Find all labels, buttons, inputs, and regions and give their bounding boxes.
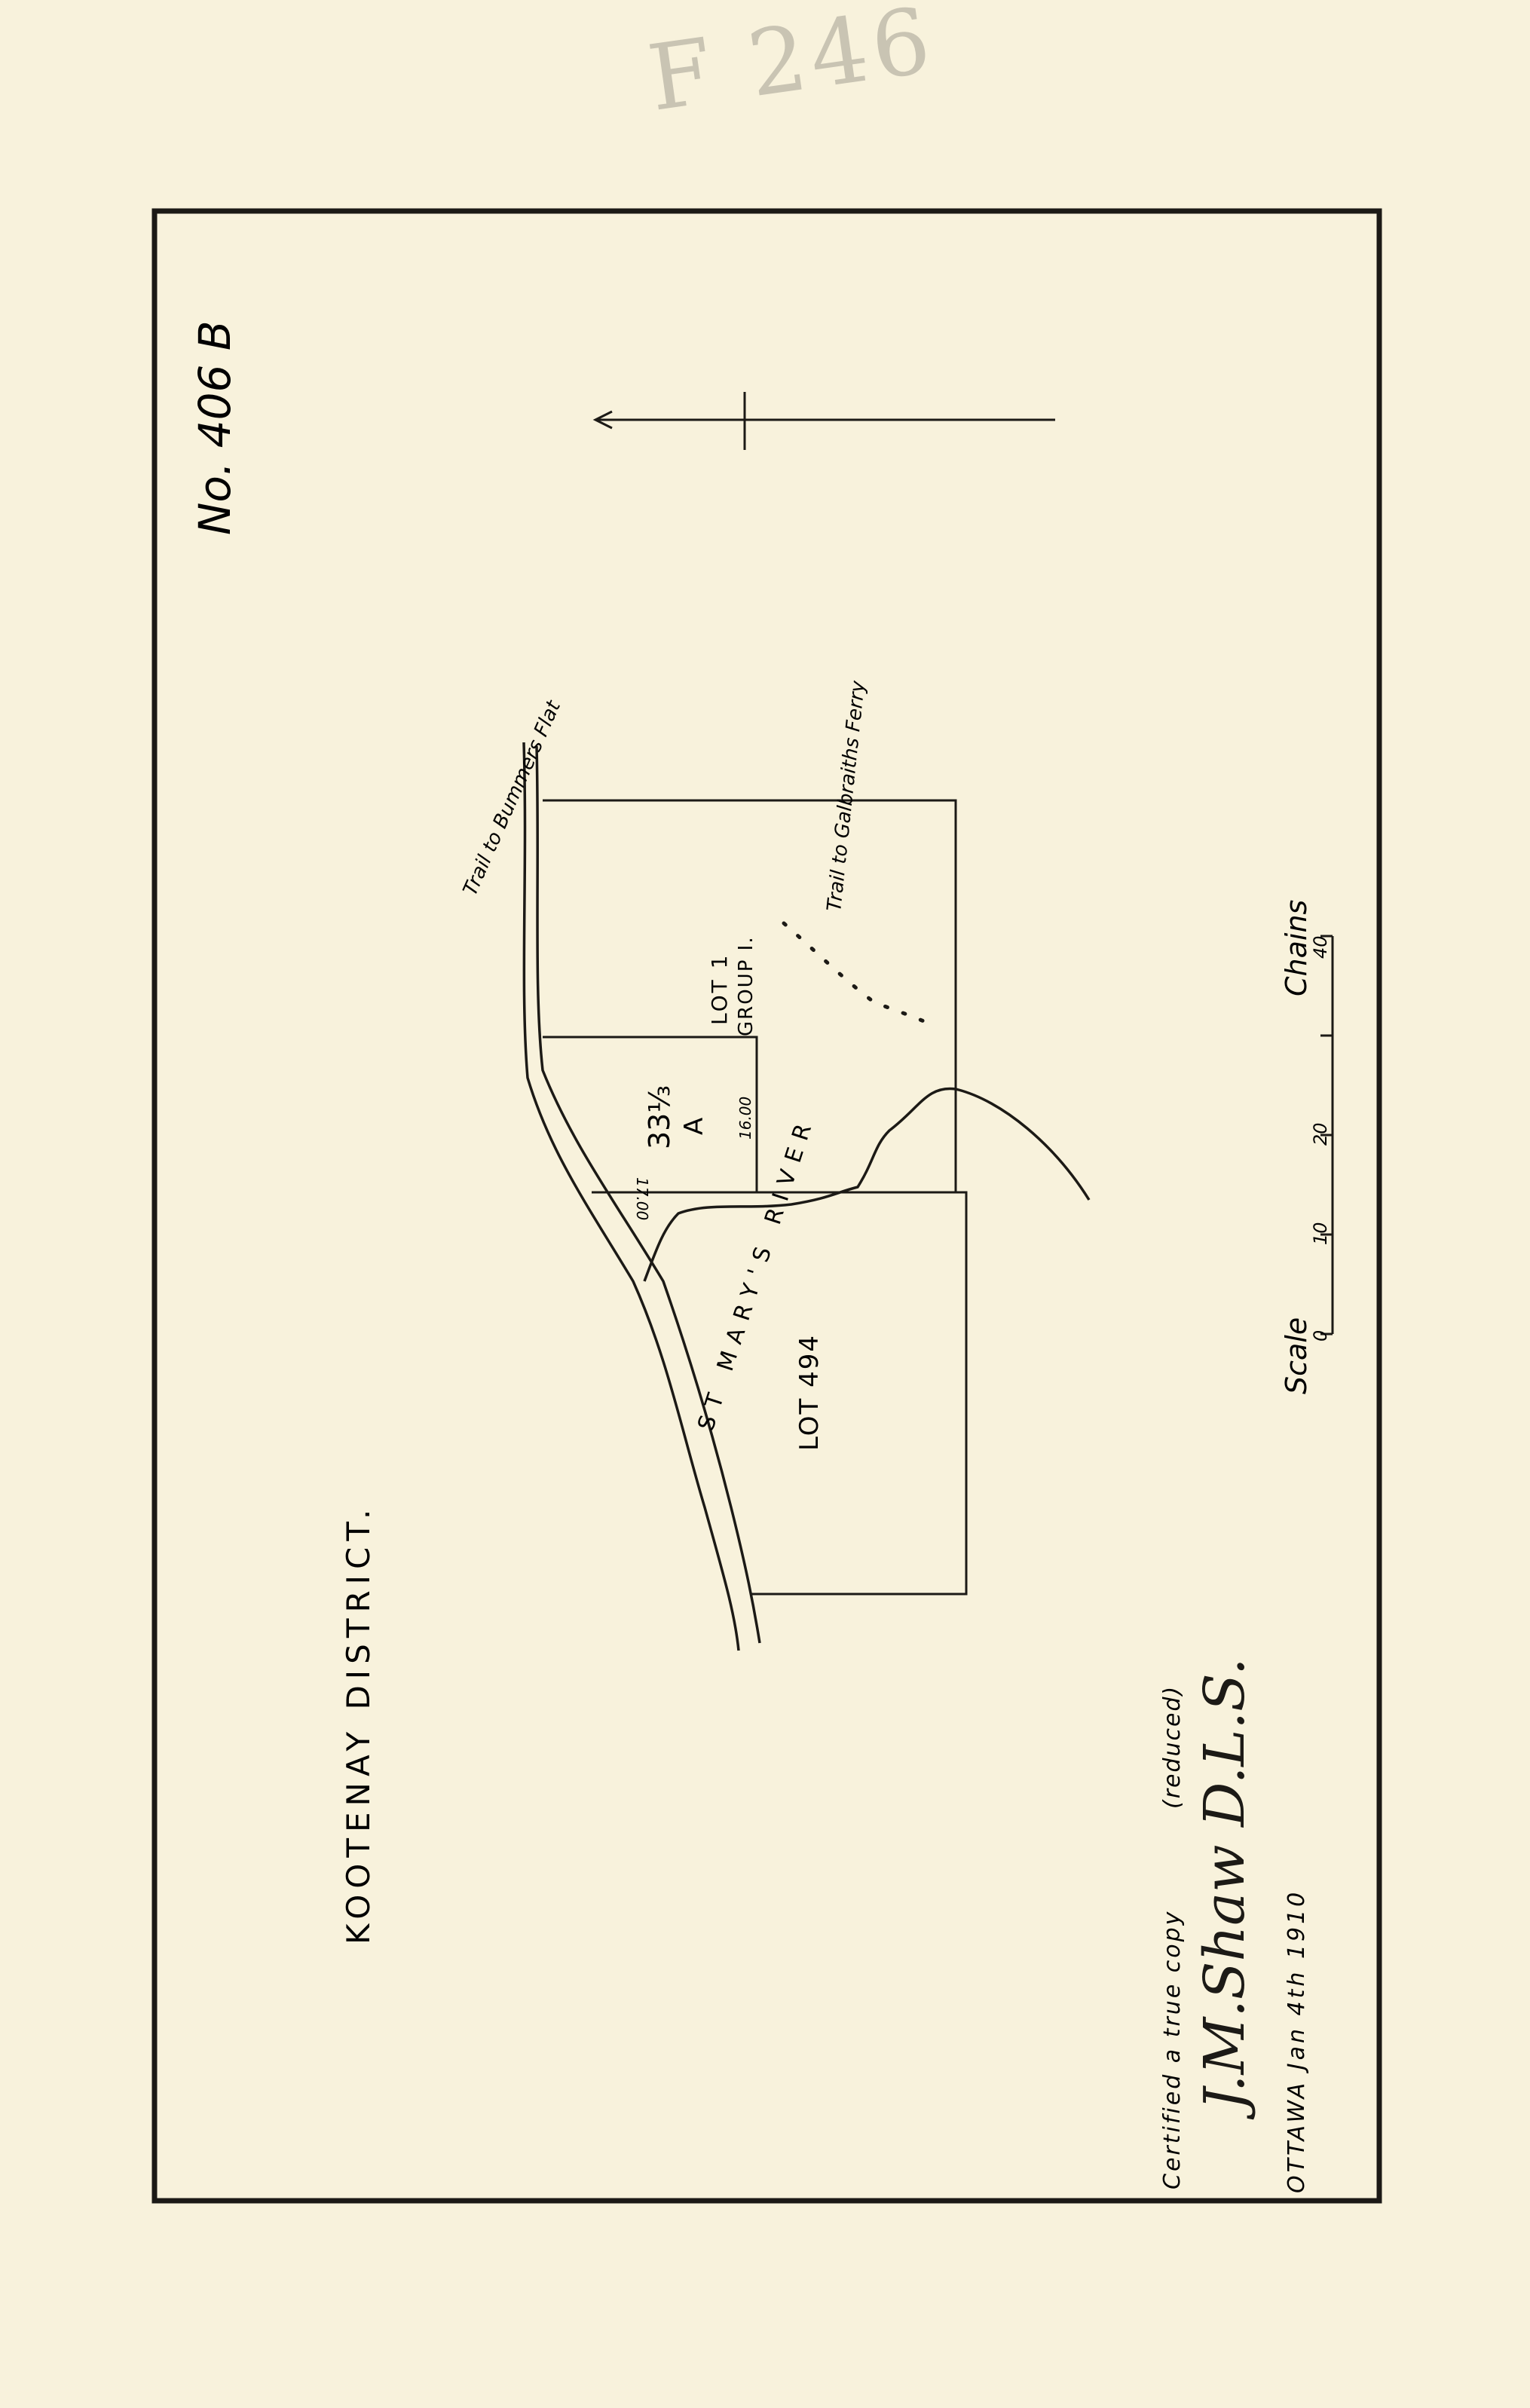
scale-tick-40: 40 [1310,935,1331,959]
signature: J.M.Shaw D.L.S. [1192,1657,1257,2120]
trail-galbraiths-ferry-label: Trail to Galbraiths Ferry [823,679,870,912]
trail-dotted-line [782,921,935,1029]
scale-tick-10: 10 [1310,1222,1331,1245]
north-arrow [592,392,1055,450]
scale-unit: Chains [1280,900,1313,996]
lot494-label: LOT 494 [794,1334,825,1451]
scale-tick-0: 0 [1310,1330,1331,1342]
scale-bar [1320,935,1334,1336]
dimension-17: 17.00 [633,1177,651,1220]
creek [643,1087,1091,1282]
scale-tick-20: 20 [1310,1122,1331,1146]
district-label: KOOTENAY DISTRICT. [340,1504,377,1944]
lot1-label: LOT 1 [707,953,732,1025]
certification-line1: Certified a true copy [1159,1910,1186,2189]
dimension-16: 16.00 [736,1097,754,1140]
group1-label: GROUP I. [735,935,757,1036]
trail-bummers-flat-label: Trail to Bummers Flat [459,697,565,899]
lot33-label: 33⅓ [643,1085,676,1149]
certification-date: OTTAWA Jan 4th 1910 [1284,1889,1310,2193]
plan-number: No. 406 B [189,320,240,535]
scale-label: Scale [1280,1317,1313,1394]
lot-boundaries [543,799,968,1596]
certification-line2: (reduced) [1159,1685,1186,1809]
lot33-suffix: A [679,1118,709,1135]
river-banks [522,742,761,1651]
map-frame [151,208,1382,2204]
